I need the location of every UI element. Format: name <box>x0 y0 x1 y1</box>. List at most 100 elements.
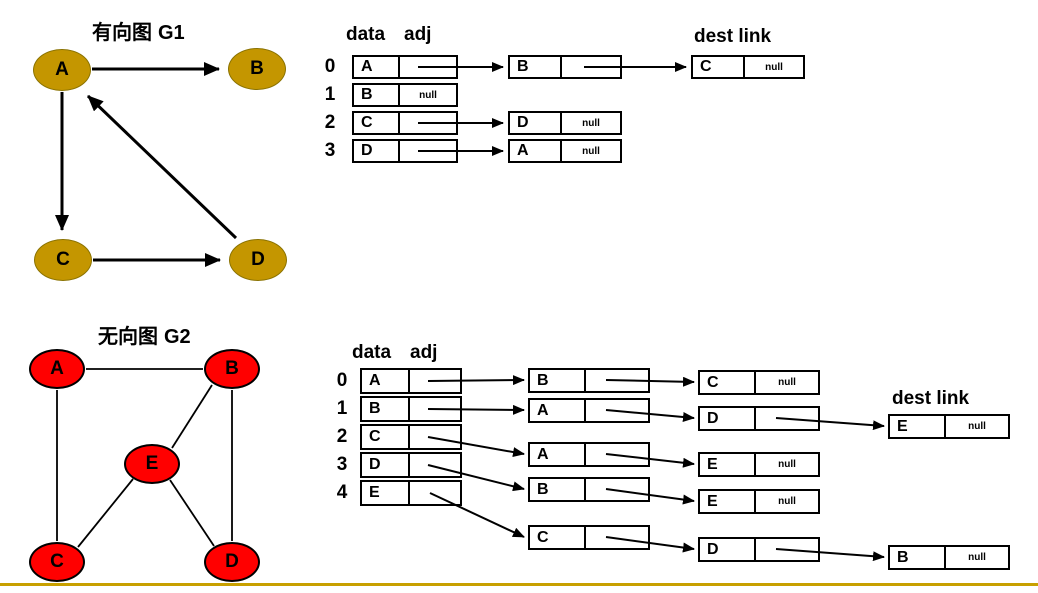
g2-head-data-0: A <box>362 370 410 392</box>
g2-head-data-2: C <box>362 426 410 448</box>
g2-chain-2-0: A <box>528 442 650 467</box>
g1-head-data-1: B <box>354 85 400 105</box>
g1-head-data-2: C <box>354 113 400 133</box>
g2-head-row-1: B <box>360 396 462 422</box>
node-data: A <box>510 141 562 161</box>
g2-node-A: A <box>29 349 85 389</box>
g2-node-B: B <box>204 349 260 389</box>
g2-head-adj-3 <box>410 454 460 476</box>
node-link: null <box>582 145 600 157</box>
g1-row-index-1: 1 <box>324 84 336 105</box>
g1-row-index-0: 0 <box>324 56 336 77</box>
g2-chain-1-1: D <box>698 406 820 431</box>
g2-node-C: C <box>29 542 85 582</box>
g2-row-index-4: 4 <box>336 482 348 503</box>
g1-chain-0-1: C null <box>691 55 805 79</box>
g2-row-index-2: 2 <box>336 426 348 447</box>
g1-head-row-3: D <box>352 139 458 163</box>
g2-head-row-4: E <box>360 480 462 506</box>
node-data: B <box>530 370 586 391</box>
g1-dest-link-label: dest link <box>694 26 772 47</box>
node-data: B <box>890 547 946 568</box>
node-data: D <box>700 539 756 560</box>
node-link <box>562 57 620 77</box>
g1-node-D: D <box>229 239 287 281</box>
node-link <box>756 408 818 429</box>
g1-head-adj-0 <box>400 57 456 77</box>
node-data: E <box>700 454 756 475</box>
g1-title: 有向图 G1 <box>92 16 185 45</box>
g2-head-data-3: D <box>362 454 410 476</box>
g1-head-row-1: B null <box>352 83 458 107</box>
g1-row-index-2: 2 <box>324 112 336 133</box>
g2-edge-E-D <box>169 479 215 547</box>
g2-chain-2-1: E null <box>698 452 820 477</box>
g2-node-E: E <box>124 444 180 484</box>
node-link <box>586 370 648 391</box>
g2-dest-link-label: dest link <box>892 388 970 409</box>
node-link: null <box>778 459 796 470</box>
g2-header-data: data <box>352 342 392 363</box>
node-data: A <box>530 444 586 465</box>
g1-node-A: A <box>33 49 91 91</box>
node-data: B <box>510 57 562 77</box>
node-link <box>586 400 648 421</box>
node-link: null <box>778 496 796 507</box>
g2-header-adj: adj <box>410 342 438 363</box>
g1-title-cn: 有向图 <box>92 22 152 44</box>
g1-header-adj: adj <box>404 24 432 45</box>
g2-chain-0-1: C null <box>698 370 820 395</box>
g2-title-id: G2 <box>164 326 191 348</box>
g2-chain-3-1: E null <box>698 489 820 514</box>
g1-node-B: B <box>228 48 286 90</box>
node-data: C <box>700 372 756 393</box>
g2-head-adj-0 <box>410 370 460 392</box>
g1-row-index-3: 3 <box>324 140 336 161</box>
node-data: E <box>890 416 946 437</box>
node-link <box>586 444 648 465</box>
g2-head-adj-2 <box>410 426 460 448</box>
g2-chain-3-0: B <box>528 477 650 502</box>
g2-row-index-3: 3 <box>336 454 348 475</box>
g2-chain-4-0: C <box>528 525 650 550</box>
node-data: C <box>693 57 745 77</box>
g1-chain-2-0: D null <box>508 111 622 135</box>
g1-chain-0-0: B <box>508 55 622 79</box>
g2-row-index-1: 1 <box>336 398 348 419</box>
g2-node-D: D <box>204 542 260 582</box>
node-data: D <box>510 113 562 133</box>
g1-title-id: G1 <box>158 22 185 44</box>
g1-head-row-0: A <box>352 55 458 79</box>
g1-node-C: C <box>34 239 92 281</box>
g1-header-data: data <box>346 24 386 45</box>
node-link: null <box>968 421 986 432</box>
node-link <box>586 479 648 500</box>
g2-chain-0-0: B <box>528 368 650 393</box>
g1-head-adj-1: null <box>419 89 437 101</box>
g2-head-adj-1 <box>410 398 460 420</box>
g1-head-adj-2 <box>400 113 456 133</box>
g2-head-row-0: A <box>360 368 462 394</box>
node-link <box>586 527 648 548</box>
g2-head-adj-4 <box>410 482 460 504</box>
g2-chain-4-2: B null <box>888 545 1010 570</box>
node-data: A <box>530 400 586 421</box>
node-data: E <box>700 491 756 512</box>
g2-head-data-1: B <box>362 398 410 420</box>
g1-head-data-0: A <box>354 57 400 77</box>
node-data: C <box>530 527 586 548</box>
g2-head-row-2: C <box>360 424 462 450</box>
g2-edge-B-E <box>171 384 213 449</box>
bottom-accent-bar <box>0 583 1038 586</box>
node-link: null <box>582 117 600 129</box>
g2-edge-E-C <box>77 478 134 548</box>
g1-head-data-3: D <box>354 141 400 161</box>
g2-head-data-4: E <box>362 482 410 504</box>
node-link: null <box>765 61 783 73</box>
g2-chain-1-0: A <box>528 398 650 423</box>
node-data: B <box>530 479 586 500</box>
g2-chain-1-2: E null <box>888 414 1010 439</box>
